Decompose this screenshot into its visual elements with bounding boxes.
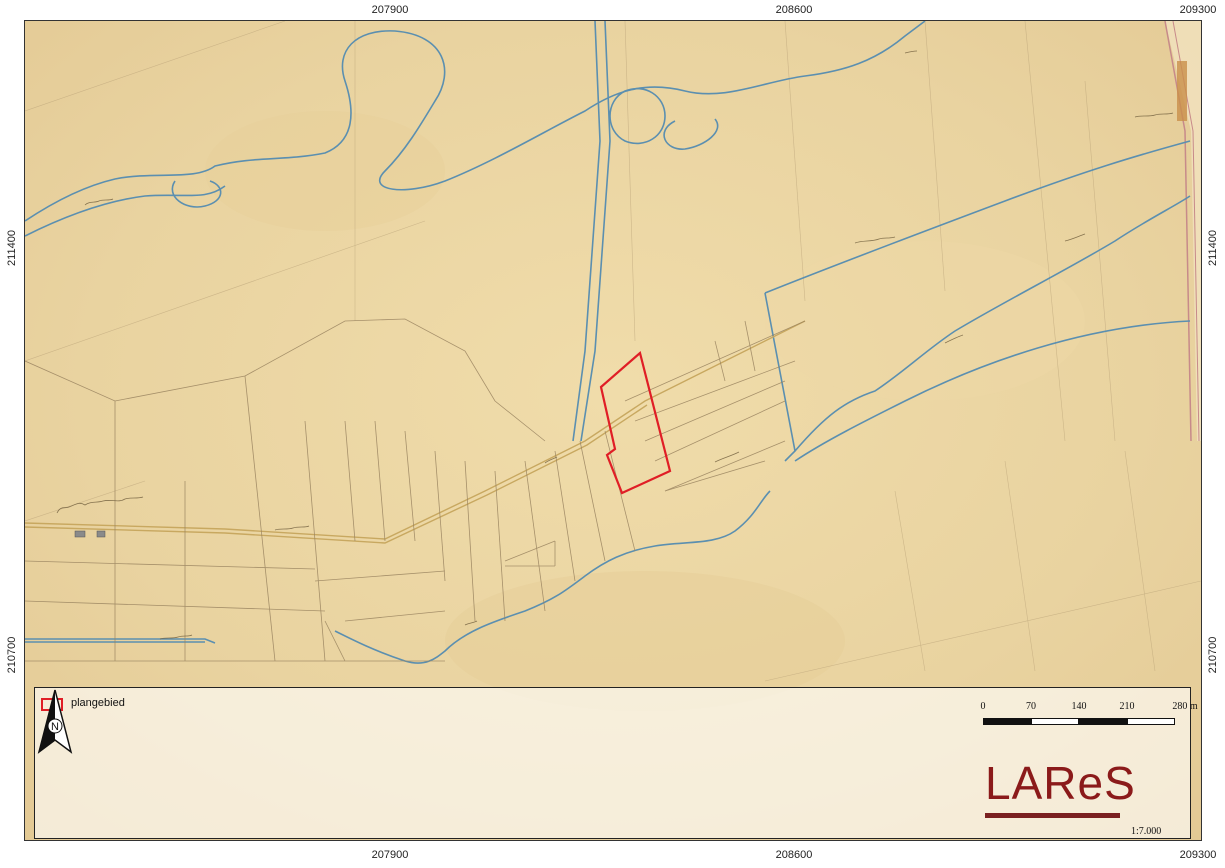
- coord-top-1: 207900: [371, 4, 409, 16]
- legend-panel: plangebied 0 70 140 210 280 m LAReS N: [34, 687, 1198, 839]
- scale-segment-2: [1031, 718, 1079, 725]
- parcels: [25, 318, 806, 662]
- logo-underline: [985, 813, 1120, 818]
- historic-map[interactable]: plangebied 0 70 140 210 280 m LAReS N: [25, 21, 1201, 840]
- coord-bottom-3: 209300: [1179, 849, 1217, 861]
- coord-right-1: 211400: [1207, 230, 1219, 266]
- scale-bar: 0 70 140 210 280 m: [975, 701, 1198, 741]
- coord-right-2: 210700: [1207, 636, 1219, 674]
- plan-area-polygon: [599, 350, 672, 495]
- coord-top-2: 208600: [775, 4, 813, 16]
- scale-segment-1: [983, 718, 1031, 725]
- scale-segment-4: [1127, 718, 1175, 725]
- coord-left-1: 211400: [6, 230, 18, 266]
- map-frame[interactable]: plangebied 0 70 140 210 280 m LAReS N: [24, 20, 1202, 841]
- north-arrow-icon: N: [37, 689, 73, 754]
- buildings: [74, 530, 106, 538]
- north-letter: N: [51, 721, 59, 733]
- map-scale: 1:7.000: [1131, 826, 1162, 837]
- coord-bottom-1: 207900: [371, 849, 409, 861]
- scale-tick-0: 0: [980, 701, 986, 712]
- scale-segment-3: [1079, 718, 1127, 725]
- coord-left-2: 210700: [6, 636, 18, 674]
- scale-tick-140: 140: [1071, 701, 1087, 712]
- scale-tick-210: 210: [1119, 701, 1135, 712]
- road: [25, 320, 806, 544]
- scale-tick-280: 280 m: [1172, 701, 1198, 712]
- legend-label-plangebied: plangebied: [71, 697, 125, 709]
- scale-tick-70: 70: [1026, 701, 1036, 712]
- coord-bottom-2: 208600: [775, 849, 813, 861]
- handwritten-labels: [56, 50, 1174, 640]
- coord-top-3: 209300: [1179, 4, 1217, 16]
- lares-logo: LAReS: [985, 757, 1136, 809]
